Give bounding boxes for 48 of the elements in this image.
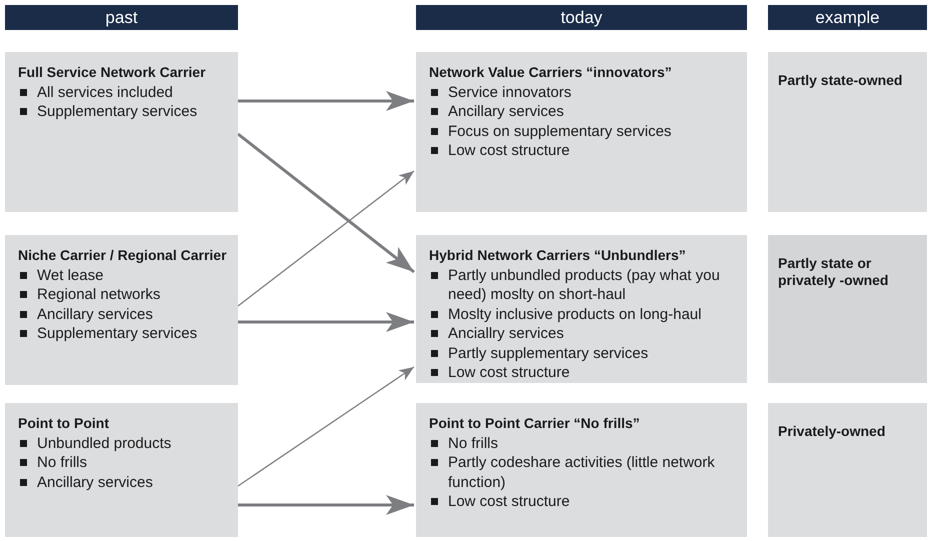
bullet-item: Low cost structure xyxy=(429,363,739,383)
info-card xyxy=(5,403,238,537)
arrow xyxy=(237,132,415,274)
bullet-item: Partly codeshare activities (little network function) xyxy=(429,453,739,492)
bullet-item: No frills xyxy=(18,453,230,473)
arrow xyxy=(238,366,414,487)
bullet-item: Moslty inclusive products on long-haul xyxy=(429,304,739,324)
info-card xyxy=(5,52,238,212)
bullet-item: All services included xyxy=(18,82,230,102)
bullet-item: Unbundled products xyxy=(18,434,230,454)
bullet-item: Wet lease xyxy=(18,266,230,286)
bullet-item: Low cost structure xyxy=(429,492,739,512)
bullet-item: Regional networks xyxy=(18,285,230,305)
column-header: past xyxy=(5,5,238,30)
bullet-item: Low cost structure xyxy=(429,141,739,161)
bullet-item: Ancillary services xyxy=(429,102,739,122)
bullet-item: Partly supplementary services xyxy=(429,344,739,364)
card-heading: Partly state or privately -owned xyxy=(778,255,890,289)
info-card xyxy=(416,235,747,383)
bullet-item: Supplementary services xyxy=(18,324,230,344)
info-card xyxy=(768,235,927,383)
column-header: example xyxy=(768,5,927,30)
bullet-item: Ancillary services xyxy=(18,304,230,324)
card-heading: Point to Point Carrier “No frills” xyxy=(429,415,641,432)
info-card xyxy=(416,52,747,212)
bullet-item: Focus on supplementary services xyxy=(429,122,739,142)
card-heading: Partly state-owned xyxy=(778,72,904,89)
info-card xyxy=(416,403,747,537)
card-heading: Network Value Carriers “innovators” xyxy=(429,64,673,81)
card-heading: Privately-owned xyxy=(778,423,886,440)
arrow xyxy=(238,91,414,111)
bullet-item: Service innovators xyxy=(429,82,739,102)
info-card xyxy=(768,403,927,537)
card-heading: Full Service Network Carrier xyxy=(18,64,207,81)
bullet-item: Supplementary services xyxy=(18,102,230,122)
bullet-item: Ancillary services xyxy=(18,472,230,492)
bullet-item: No frills xyxy=(429,434,739,454)
card-heading: Point to Point xyxy=(18,415,110,432)
info-card xyxy=(5,235,238,385)
bullet-item: Partly unbundled products (pay what you need) moslty on short-haul xyxy=(429,266,739,305)
card-heading: Niche Carrier / Regional Carrier xyxy=(18,247,228,264)
info-card xyxy=(768,52,927,212)
bullet-item: Anciallry services xyxy=(429,324,739,344)
column-header: today xyxy=(416,5,747,30)
arrow xyxy=(238,170,414,307)
card-heading: Hybrid Network Carriers “Unbundlers” xyxy=(429,247,687,264)
arrow xyxy=(238,312,414,332)
arrow xyxy=(238,495,414,515)
